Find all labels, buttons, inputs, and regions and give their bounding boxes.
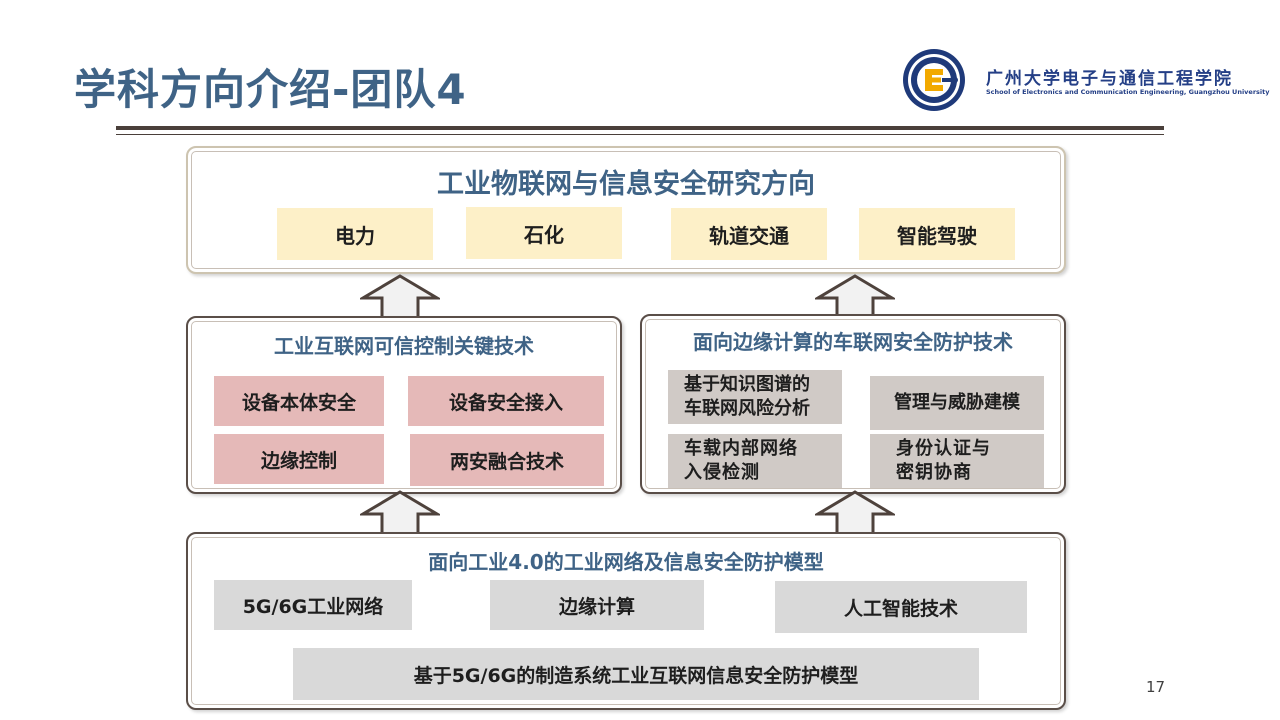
application-item-rail-transit: 轨道交通 <box>671 208 827 260</box>
item-line: 入侵检测 <box>684 462 760 483</box>
up-arrow-icon <box>360 274 440 320</box>
school-name-cn: 广州大学电子与通信工程学院 <box>986 69 1233 89</box>
tech-item-threat-modeling: 管理与威胁建模 <box>870 376 1044 430</box>
up-arrow-icon <box>360 490 440 536</box>
tech-item-knowledge-graph-risk: 基于知识图谱的车联网风险分析 <box>668 370 842 424</box>
application-item-smart-driving: 智能驾驶 <box>859 208 1015 260</box>
foundation-item-edge-computing: 边缘计算 <box>490 580 704 630</box>
application-item-power: 电力 <box>277 208 433 260</box>
tech-item-auth-key-agreement: 身份认证与密钥协商 <box>870 434 1044 488</box>
foundation-item-ai: 人工智能技术 <box>775 581 1027 633</box>
foundation-item-protection-model: 基于5G/6G的制造系统工业互联网信息安全防护模型 <box>293 648 979 700</box>
up-arrow-icon <box>815 490 895 536</box>
left-panel-title: 工业互联网可信控制关键技术 <box>274 334 534 358</box>
tech-item-intrusion-detection: 车载内部网络入侵检测 <box>668 434 842 488</box>
university-logo-icon <box>903 49 965 111</box>
right-panel: 面向边缘计算的车联网安全防护技术 基于知识图谱的车联网风险分析 管理与威胁建模 … <box>640 314 1066 494</box>
application-item-petrochemical: 石化 <box>466 207 622 259</box>
tech-item-secure-access: 设备安全接入 <box>408 376 604 426</box>
right-panel-title: 面向边缘计算的车联网安全防护技术 <box>693 330 1013 354</box>
header-divider-thin <box>116 134 1164 135</box>
top-panel: 工业物联网与信息安全研究方向 电力 石化 轨道交通 智能驾驶 <box>186 146 1066 274</box>
item-line: 车联网风险分析 <box>684 398 810 419</box>
page-number: 17 <box>1146 678 1166 696</box>
slide-title: 学科方向介绍-团队4 <box>74 65 467 114</box>
tech-item-edge-control: 边缘控制 <box>214 434 384 484</box>
tech-item-device-security: 设备本体安全 <box>214 376 384 426</box>
bottom-panel: 面向工业4.0的工业网络及信息安全防护模型 5G/6G工业网络 边缘计算 人工智… <box>186 532 1066 710</box>
foundation-item-5g6g-network: 5G/6G工业网络 <box>214 580 412 630</box>
bottom-panel-title: 面向工业4.0的工业网络及信息安全防护模型 <box>428 550 824 574</box>
item-line: 基于知识图谱的 <box>684 374 810 395</box>
item-line: 身份认证与 <box>896 438 991 459</box>
header-divider-thick <box>116 126 1164 130</box>
item-line: 车载内部网络 <box>684 438 798 459</box>
school-name-en: School of Electronics and Communication … <box>986 88 1270 96</box>
left-panel: 工业互联网可信控制关键技术 设备本体安全 设备安全接入 边缘控制 两安融合技术 <box>186 316 622 494</box>
tech-item-safety-security-fusion: 两安融合技术 <box>410 434 604 486</box>
item-line: 密钥协商 <box>896 462 972 483</box>
top-panel-title: 工业物联网与信息安全研究方向 <box>437 169 815 200</box>
